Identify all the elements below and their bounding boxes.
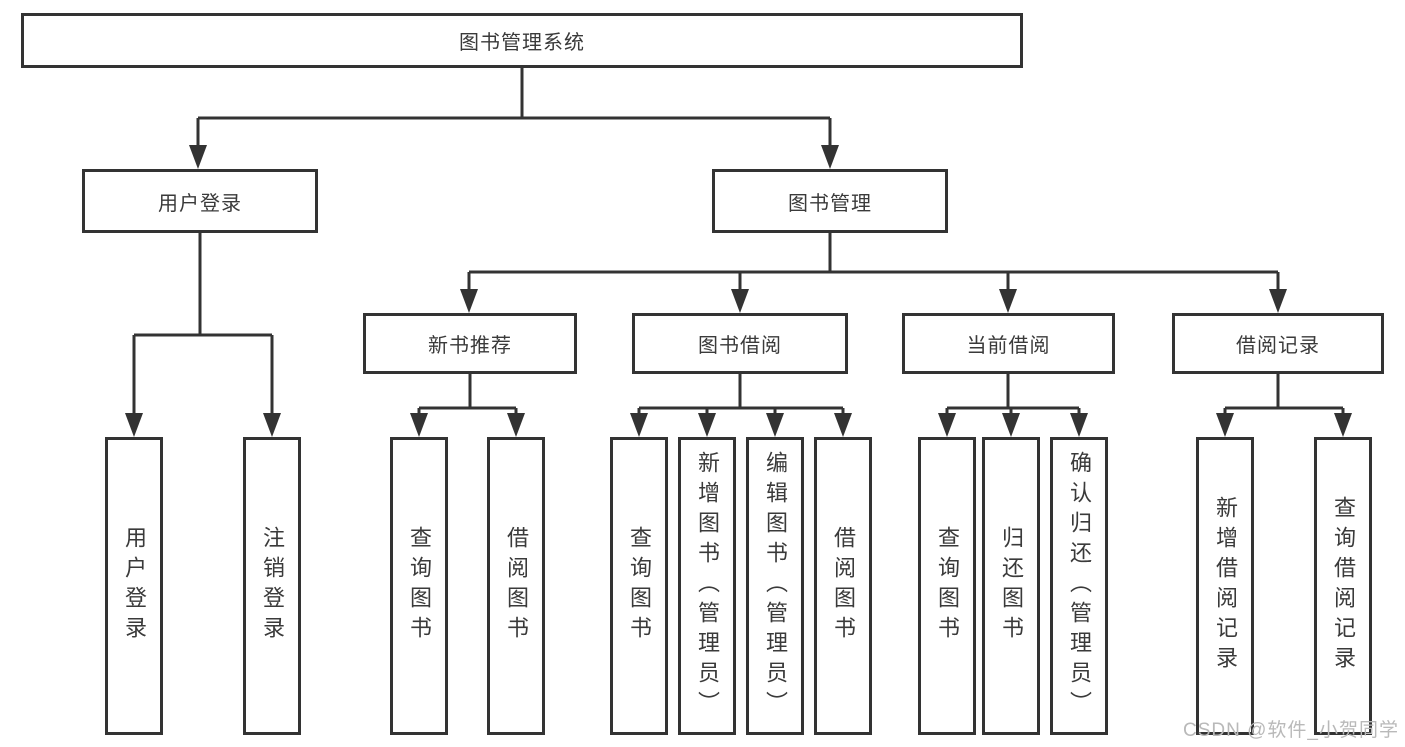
csdn-watermark: CSDN @软件_小贺同学 xyxy=(1183,720,1399,741)
arrow-down-icon xyxy=(410,413,428,437)
node-return-books: 归还图书 xyxy=(982,437,1040,735)
borrow-records-split-connector xyxy=(1216,374,1352,437)
node-label: 当前借阅 xyxy=(966,335,1051,357)
node-label: 借阅图书 xyxy=(504,526,529,646)
node-root-system: 图书管理系统 xyxy=(21,13,1023,68)
node-label: 查询图书 xyxy=(407,526,432,646)
book-borrow-split-connector xyxy=(630,374,852,437)
node-label: 归还图书 xyxy=(999,526,1024,646)
user-login-split-connector xyxy=(125,233,281,437)
node-user-login: 用户登录 xyxy=(82,169,318,233)
node-book-management: 图书管理 xyxy=(712,169,948,233)
arrow-down-icon xyxy=(189,145,207,169)
arrow-down-icon xyxy=(125,413,143,437)
node-label: 用户登录 xyxy=(158,192,242,215)
arrow-down-icon xyxy=(698,413,716,437)
arrow-down-icon xyxy=(263,413,281,437)
node-query-borrow-record: 查询借阅记录 xyxy=(1314,437,1372,735)
arrow-down-icon xyxy=(731,289,749,313)
node-user-login-leaf: 用户登录 xyxy=(105,437,163,735)
node-add-book-admin: 新增图书（管理员） xyxy=(678,437,736,735)
current-borrow-split-connector xyxy=(938,374,1088,437)
node-add-borrow-record: 新增借阅记录 xyxy=(1196,437,1254,735)
node-label: 查询图书 xyxy=(627,526,652,646)
arrow-down-icon xyxy=(834,413,852,437)
arrow-down-icon xyxy=(999,289,1017,313)
node-label: 注销登录 xyxy=(260,526,285,646)
node-label: 图书借阅 xyxy=(698,335,782,357)
node-label: 用户登录 xyxy=(122,526,147,646)
node-label: 新增借阅记录 xyxy=(1213,496,1238,676)
node-edit-book-admin: 编辑图书（管理员） xyxy=(746,437,804,735)
arrow-down-icon xyxy=(1002,413,1020,437)
node-label: 编辑图书（管理员） xyxy=(763,451,788,721)
node-borrow-books: 借阅图书 xyxy=(814,437,872,735)
node-book-borrow: 图书借阅 xyxy=(632,313,848,374)
node-query-books: 查询图书 xyxy=(610,437,668,735)
arrow-down-icon xyxy=(1334,413,1352,437)
arrow-down-icon xyxy=(766,413,784,437)
node-borrow-records: 借阅记录 xyxy=(1172,313,1384,374)
node-query-books: 查询图书 xyxy=(918,437,976,735)
arrow-down-icon xyxy=(1216,413,1234,437)
arrow-down-icon xyxy=(460,289,478,313)
node-current-borrow: 当前借阅 xyxy=(902,313,1115,374)
arrow-down-icon xyxy=(507,413,525,437)
node-query-books: 查询图书 xyxy=(390,437,448,735)
new-book-split-connector xyxy=(410,374,525,437)
arrow-down-icon xyxy=(821,145,839,169)
node-label: 查询图书 xyxy=(935,526,960,646)
node-label: 确认归还（管理员） xyxy=(1067,451,1092,721)
node-label: 图书管理系统 xyxy=(459,32,585,54)
node-label: 新增图书（管理员） xyxy=(695,451,720,721)
node-confirm-return-admin: 确认归还（管理员） xyxy=(1050,437,1108,735)
arrow-down-icon xyxy=(1070,413,1088,437)
node-borrow-books: 借阅图书 xyxy=(487,437,545,735)
node-logout: 注销登录 xyxy=(243,437,301,735)
node-label: 查询借阅记录 xyxy=(1331,496,1356,676)
root-split-connector xyxy=(189,68,839,169)
node-label: 新书推荐 xyxy=(428,335,512,357)
node-label: 图书管理 xyxy=(788,192,872,215)
arrow-down-icon xyxy=(938,413,956,437)
arrow-down-icon xyxy=(630,413,648,437)
node-label: 借阅图书 xyxy=(831,526,856,646)
node-label: 借阅记录 xyxy=(1236,335,1320,357)
node-new-book-recommend: 新书推荐 xyxy=(363,313,577,374)
book-management-split-connector xyxy=(460,233,1287,313)
arrow-down-icon xyxy=(1269,289,1287,313)
